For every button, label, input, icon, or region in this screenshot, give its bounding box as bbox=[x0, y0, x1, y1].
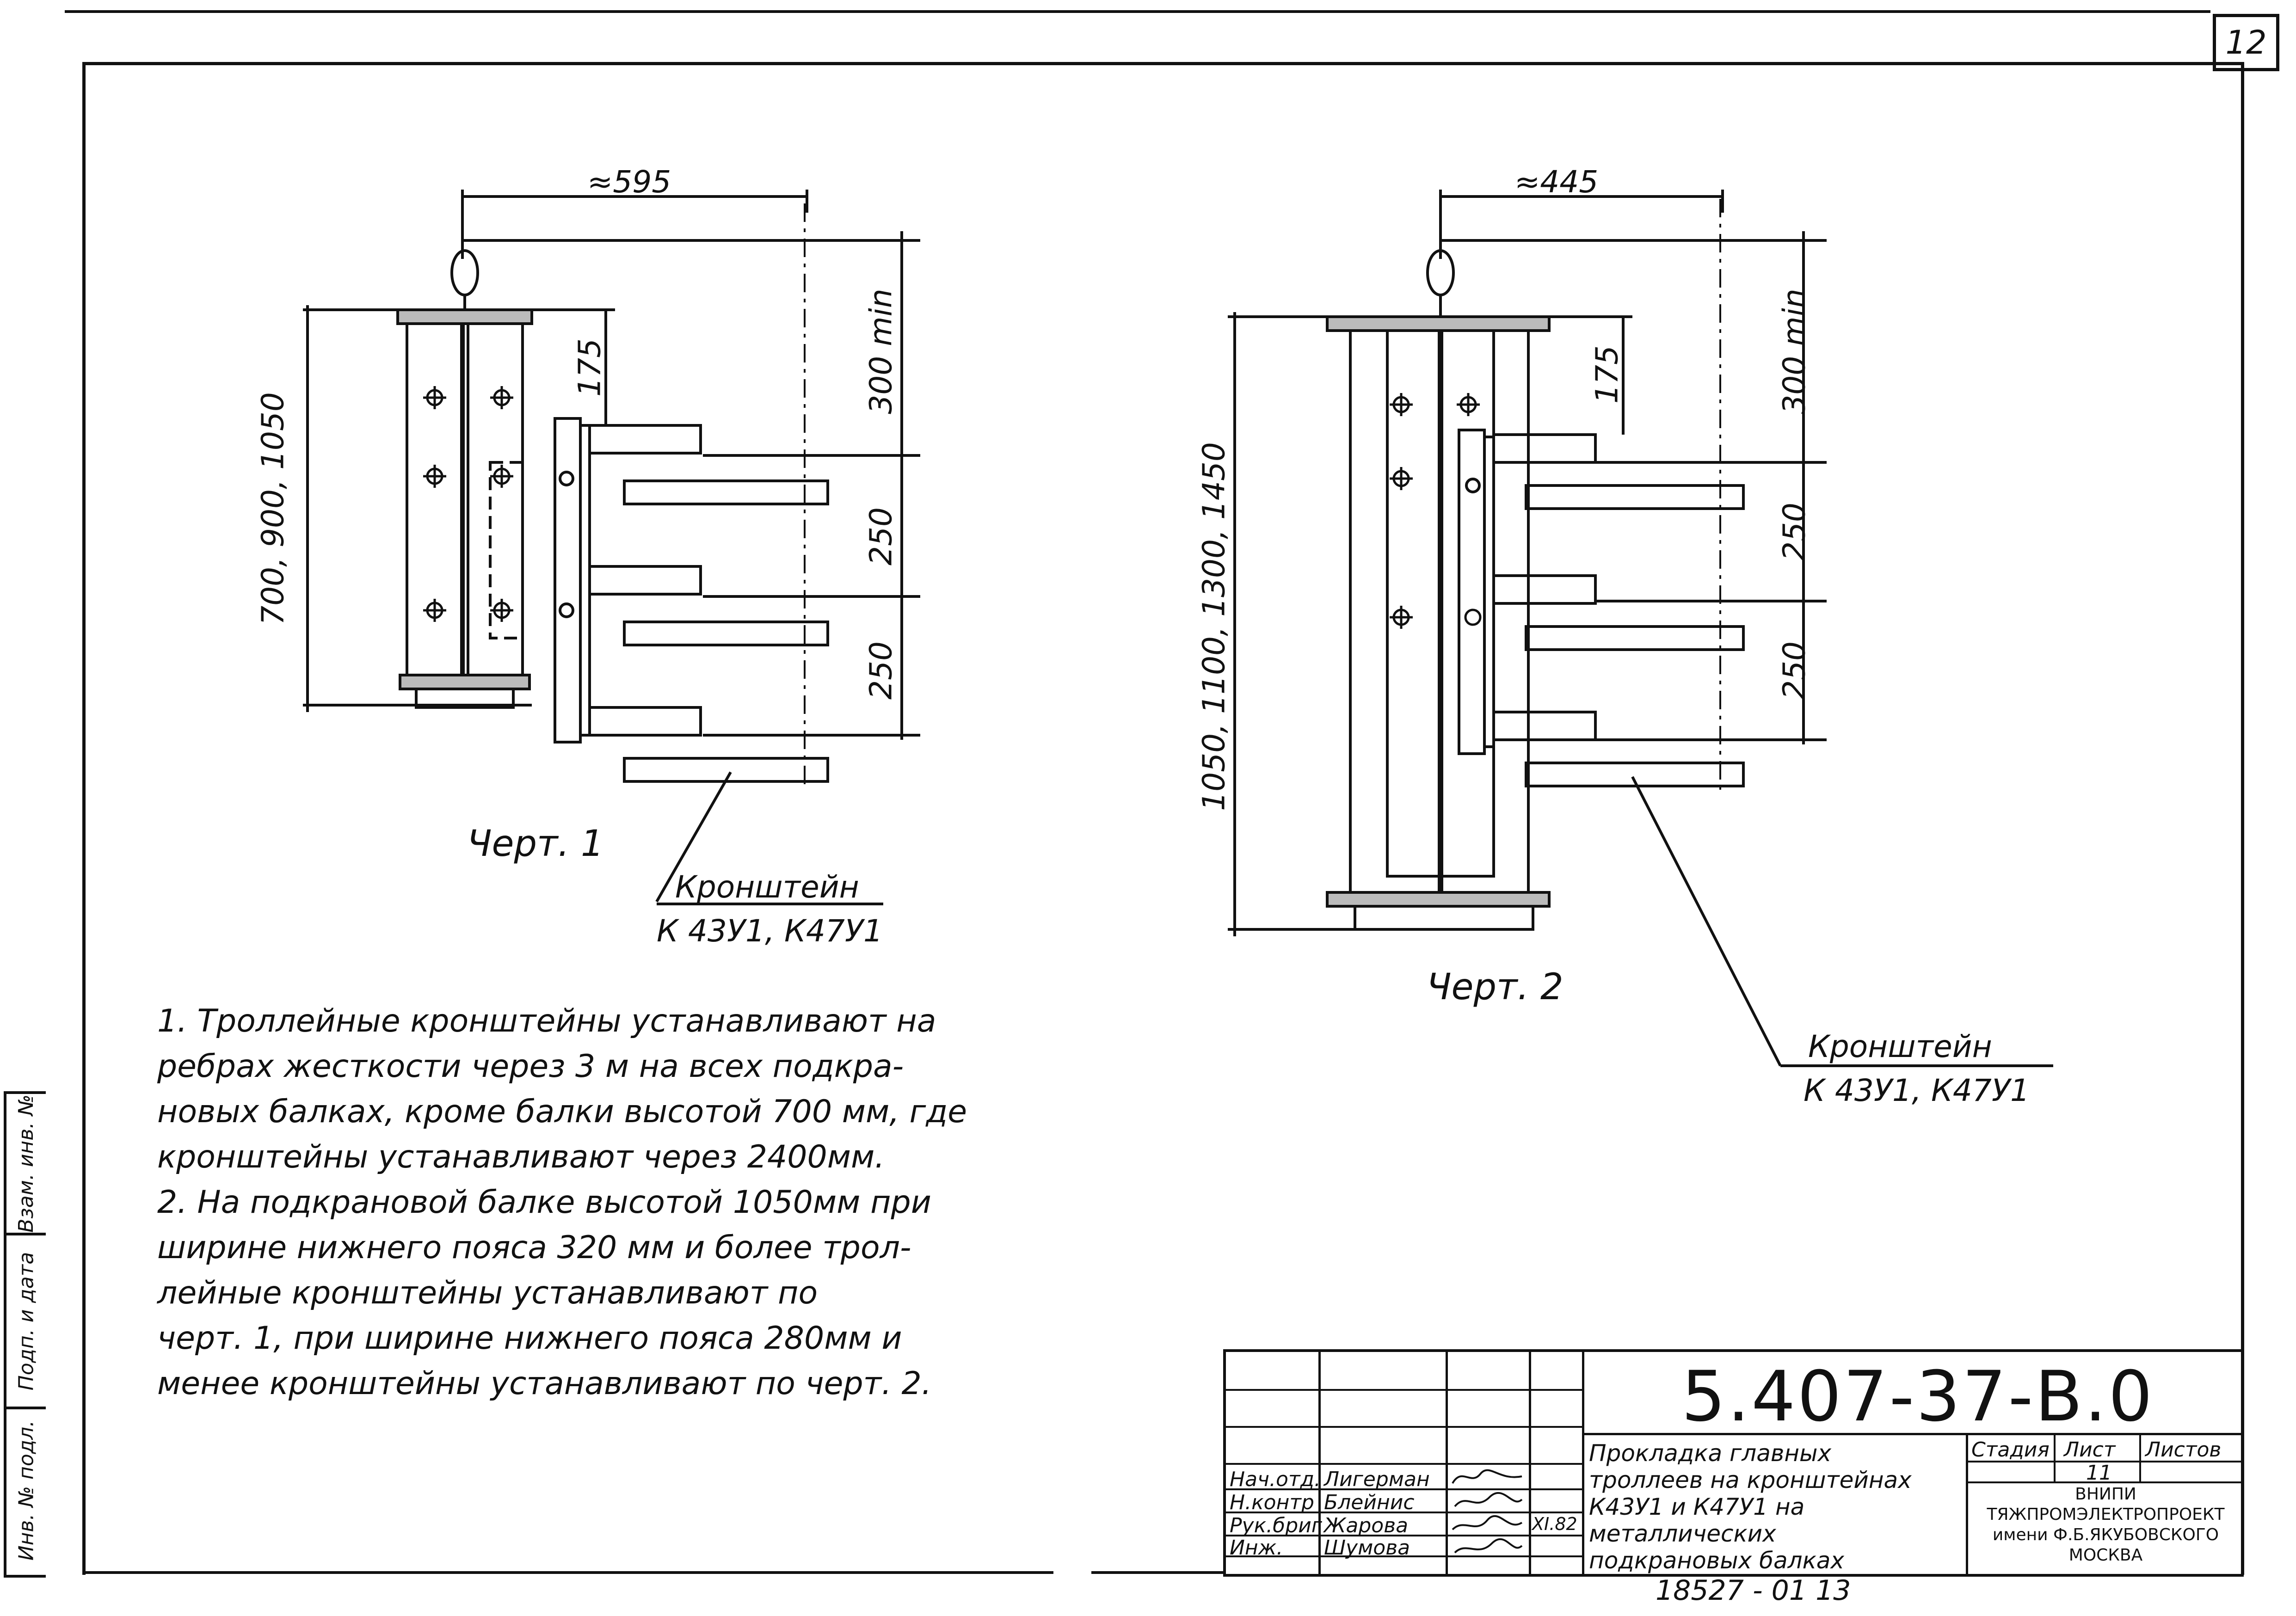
drawing2-title: Черт. 2 bbox=[1427, 966, 1563, 1008]
drawing2-bracket-codes: К 43У1, К47У1 bbox=[1804, 1073, 2030, 1108]
notes-block: 1. Троллейные кронштейны устанавливают н… bbox=[157, 999, 1082, 1407]
header-sheets: Листов bbox=[2145, 1438, 2222, 1462]
side-cell-replacement: Взам. инв. № bbox=[6, 1094, 46, 1235]
bottom-border-line bbox=[82, 1571, 1053, 1574]
title-block: 5.407-37-В.0 Прокладка главных троллеев … bbox=[1223, 1349, 2244, 1577]
role-1: Нач.отд. bbox=[1230, 1468, 1321, 1491]
drawing1-dim-175: 175 bbox=[572, 338, 608, 397]
sheet-number: 12 bbox=[2225, 24, 2267, 61]
note-2: 2. На подкрановой балке высотой 1050мм п… bbox=[157, 1184, 932, 1402]
drawing1-graphic bbox=[303, 190, 920, 905]
role-2: Н.контр bbox=[1230, 1491, 1314, 1514]
drawing1-title: Черт. 1 bbox=[467, 823, 604, 865]
header-sheet: Лист bbox=[2064, 1438, 2116, 1462]
date-3: XI.82 bbox=[1532, 1514, 1577, 1534]
header-stage: Стадия bbox=[1971, 1438, 2050, 1462]
drawing1-bracket-codes: К 43У1, К47У1 bbox=[657, 913, 883, 949]
drawing2-dim-width: ≈445 bbox=[1514, 164, 1599, 200]
drawing2-graphic bbox=[1228, 190, 2053, 1067]
side-stamp-column: Взам. инв. № Подп. и дата Инв. № подл. bbox=[4, 1091, 46, 1578]
top-border-line bbox=[65, 10, 2210, 13]
side-cell-original-inv: Инв. № подл. bbox=[14, 1420, 38, 1561]
name-3: Жарова bbox=[1324, 1514, 1409, 1537]
title-description: Прокладка главных троллеев на кронштейна… bbox=[1589, 1440, 1912, 1574]
drawing1-dim-250a: 250 bbox=[863, 507, 899, 565]
sheet-number-box: 12 bbox=[2213, 14, 2279, 71]
drawing1-dim-width: ≈595 bbox=[587, 164, 671, 200]
drawing2-dim-175: 175 bbox=[1589, 345, 1625, 404]
bottom-border-line-right bbox=[1091, 1571, 1223, 1574]
name-2: Блейнис bbox=[1324, 1491, 1415, 1514]
drawing1-dim-250b: 250 bbox=[863, 641, 899, 700]
drawing2-dim-top: 300 min bbox=[1776, 289, 1812, 414]
drawing2-dim-250a: 250 bbox=[1776, 503, 1812, 561]
drawing1-dim-height: 700, 900, 1050 bbox=[255, 392, 291, 625]
role-4: Инж. bbox=[1230, 1536, 1283, 1560]
archive-number: 18527 - 01 13 bbox=[1656, 1574, 1851, 1607]
drawing2-dim-height: 1050, 1100, 1300, 1450 bbox=[1196, 442, 1232, 811]
drawing1-bracket-label: Кронштейн bbox=[675, 869, 859, 905]
name-1: Лигерман bbox=[1324, 1468, 1430, 1491]
drawing1-dim-top: 300 min bbox=[863, 289, 899, 414]
side-cell-signature-date: Подп. и дата bbox=[6, 1235, 46, 1409]
drawing-frame bbox=[82, 62, 2244, 1575]
organization: ВНИПИ ТЯЖПРОМЭЛЕКТРОПРОЕКТ имени Ф.Б.ЯКУ… bbox=[1987, 1485, 2225, 1565]
drawing2-dim-250b: 250 bbox=[1776, 641, 1812, 700]
sheet-value: 11 bbox=[2086, 1461, 2112, 1485]
document-code: 5.407-37-В.0 bbox=[1681, 1357, 2154, 1437]
name-4: Шумова bbox=[1324, 1536, 1410, 1560]
drawing2-bracket-label: Кронштейн bbox=[1808, 1029, 1992, 1064]
signatures bbox=[1452, 1469, 1523, 1554]
role-3: Рук.бриг bbox=[1230, 1514, 1322, 1537]
note-1: 1. Троллейные кронштейны устанавливают н… bbox=[157, 1003, 967, 1175]
